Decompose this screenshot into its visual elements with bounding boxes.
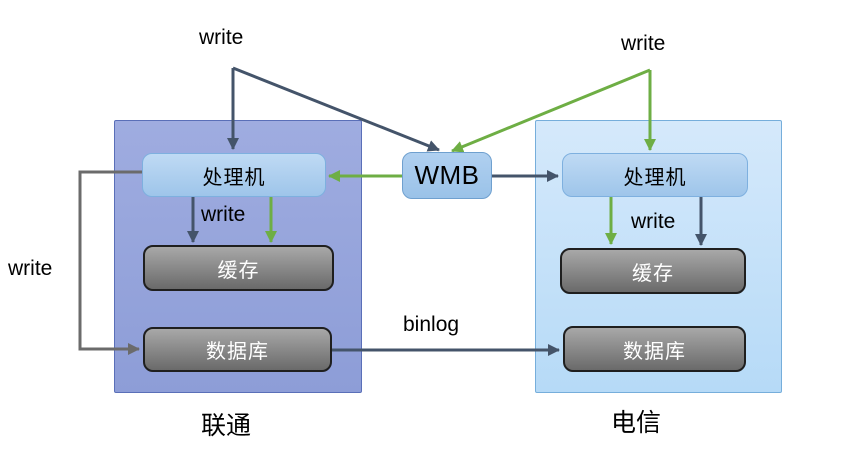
- write-label-telecom-inner: write: [631, 210, 676, 233]
- wmb-label: WMB: [414, 160, 480, 190]
- telecom-cache-node: 缓存: [560, 248, 746, 294]
- write-label-top-left: write: [199, 26, 244, 49]
- unicom-title: 联通: [201, 411, 252, 440]
- unicom-database-label: 数据库: [206, 341, 269, 363]
- telecom-title: 电信: [611, 408, 662, 437]
- write-label-unicom-inner: write: [201, 203, 246, 226]
- unicom-processor-node: 处理机: [142, 153, 326, 197]
- write-label-left: write: [8, 257, 53, 280]
- telecom-database-node: 数据库: [563, 326, 746, 372]
- unicom-processor-label: 处理机: [202, 166, 266, 189]
- telecom-cache-label: 缓存: [632, 262, 674, 285]
- wmb-node: WMB: [402, 152, 492, 199]
- binlog-label: binlog: [403, 313, 460, 336]
- unicom-cache-label: 缓存: [217, 259, 260, 282]
- telecom-processor-node: 处理机: [562, 153, 748, 197]
- unicom-cache-node: 缓存: [143, 245, 334, 291]
- write-label-top-right: write: [621, 32, 666, 55]
- telecom-processor-label: 处理机: [623, 166, 687, 189]
- telecom-database-label: 数据库: [623, 340, 686, 363]
- unicom-database-node: 数据库: [143, 327, 332, 372]
